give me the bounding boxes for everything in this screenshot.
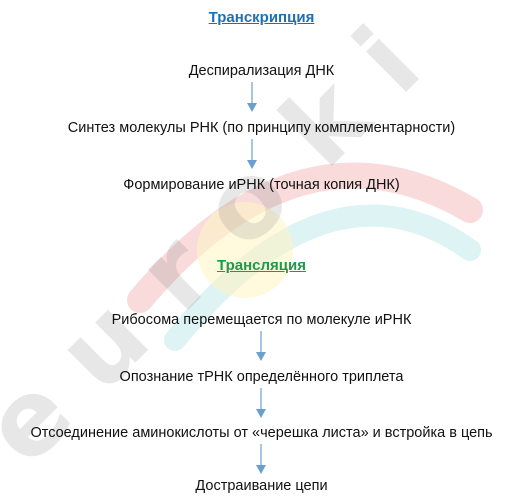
translation-step-1: Рибосома перемещается по молекуле иРНК <box>111 312 412 328</box>
translation-step-2: Опознание тРНК определённого триплета <box>119 369 404 385</box>
transcription-step-1: Деспирализация ДНК <box>188 63 335 79</box>
transcription-heading: Транскрипция <box>208 9 315 26</box>
arrow-down-icon <box>255 331 267 361</box>
translation-step-4: Достраивание цепи <box>195 478 328 494</box>
arrow-down-icon <box>255 388 267 418</box>
transcription-step-2: Синтез молекулы РНК (по принципу комплем… <box>67 120 456 136</box>
translation-step-3: Отсоединение аминокислоты от «черешка ли… <box>30 425 493 441</box>
transcription-step-3: Формирование иРНК (точная копия ДНК) <box>123 177 400 193</box>
arrow-down-icon <box>255 444 267 474</box>
arrow-down-icon <box>246 82 258 112</box>
arrow-down-icon <box>246 139 258 169</box>
translation-heading: Трансляция <box>217 257 306 274</box>
